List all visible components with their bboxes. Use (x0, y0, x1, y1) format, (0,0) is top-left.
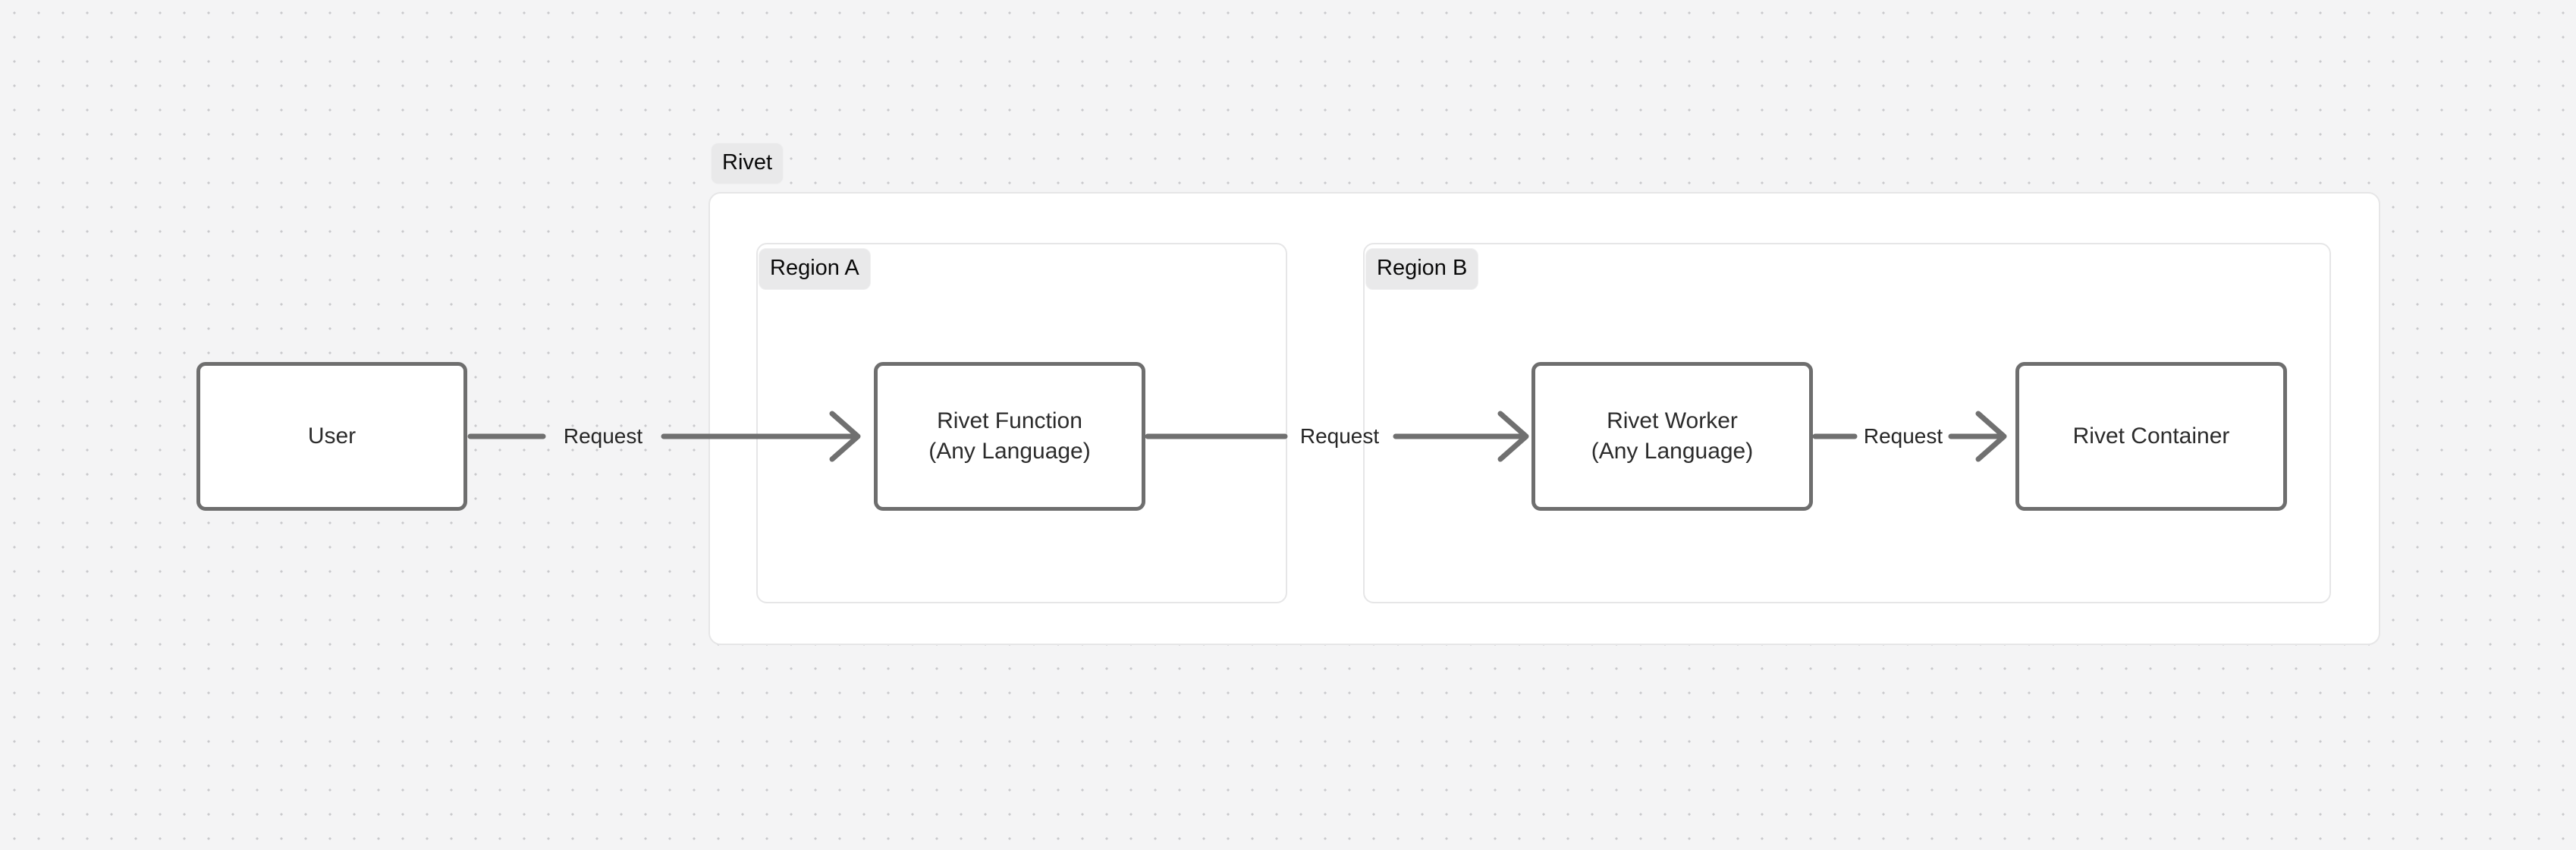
node-rivet-container-label-line-1: Rivet Container (2072, 423, 2230, 449)
node-user[interactable]: User (196, 362, 467, 511)
node-rivet-container[interactable]: Rivet Container (2015, 362, 2287, 511)
edge-label-1: Request (563, 424, 643, 448)
edge-label-3: Request (1863, 424, 1943, 448)
node-user-label-line-1: User (307, 423, 357, 449)
edge-label-2: Request (1299, 424, 1380, 448)
node-rivet-worker[interactable]: Rivet Worker (Any Language) (1531, 362, 1813, 511)
node-rivet-function-label-line-2: (Any Language) (928, 439, 1091, 464)
node-rivet-function[interactable]: Rivet Function (Any Language) (874, 362, 1145, 511)
node-rivet-worker-label-line-2: (Any Language) (1591, 439, 1754, 464)
node-rivet-worker-label-line-1: Rivet Worker (1607, 408, 1738, 434)
group-label-rivet: Rivet (711, 143, 784, 184)
node-rivet-function-label-line-1: Rivet Function (937, 408, 1082, 434)
group-label-region-a: Region A (759, 248, 871, 290)
group-label-region-b: Region B (1365, 248, 1479, 290)
